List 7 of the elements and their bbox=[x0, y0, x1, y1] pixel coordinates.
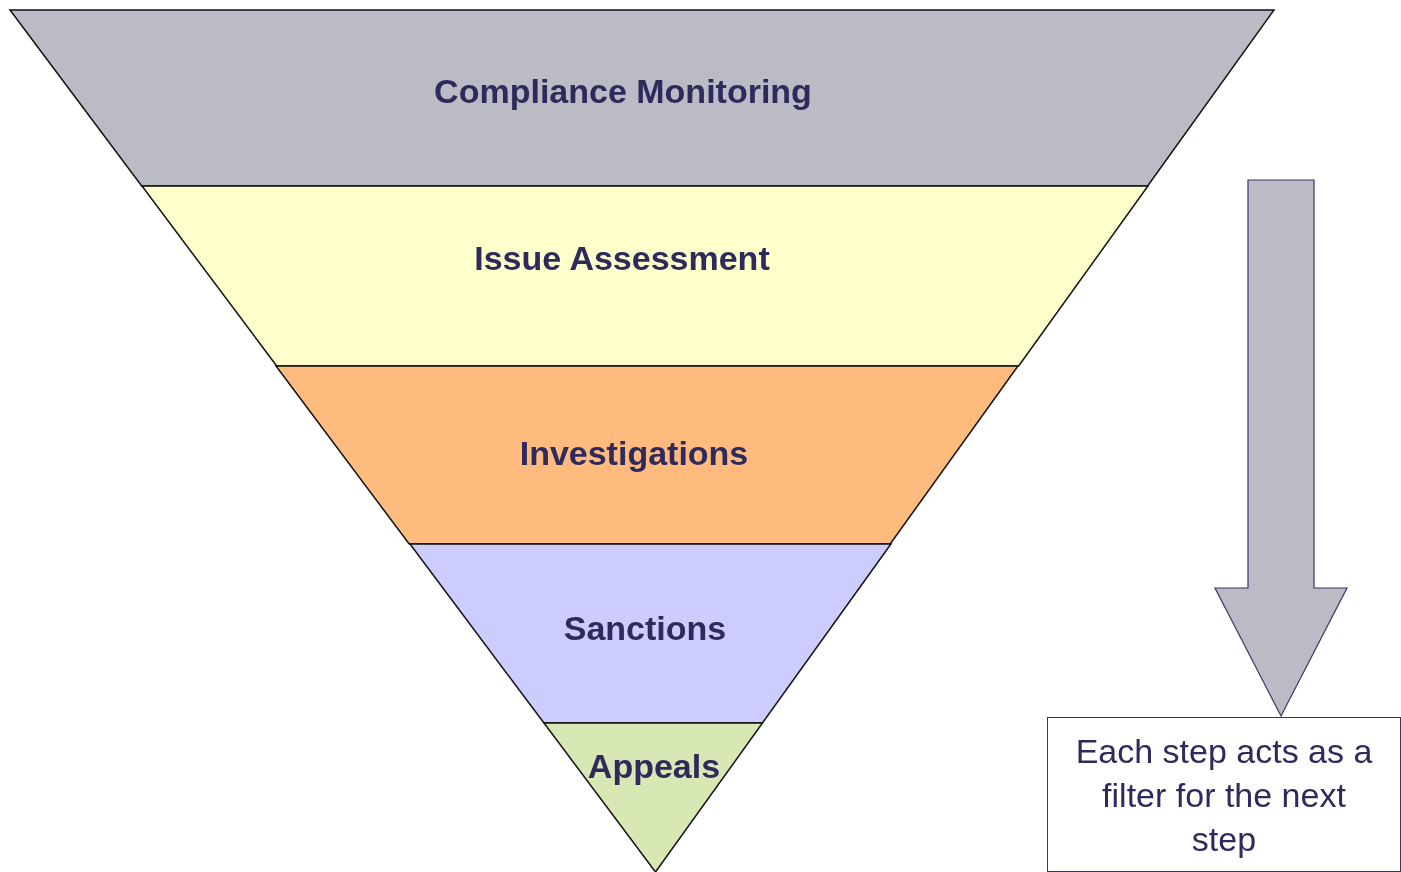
stage-label: Sanctions bbox=[563, 608, 727, 648]
stage-label: Compliance Monitoring bbox=[434, 71, 812, 111]
stage-label: Appeals bbox=[587, 746, 721, 786]
block-arrow bbox=[1214, 179, 1348, 718]
stage-label: Issue Assessment bbox=[474, 238, 770, 278]
stage-label: Investigations bbox=[519, 433, 749, 473]
note-box: Each step acts as a filter for the next step bbox=[1047, 717, 1401, 872]
